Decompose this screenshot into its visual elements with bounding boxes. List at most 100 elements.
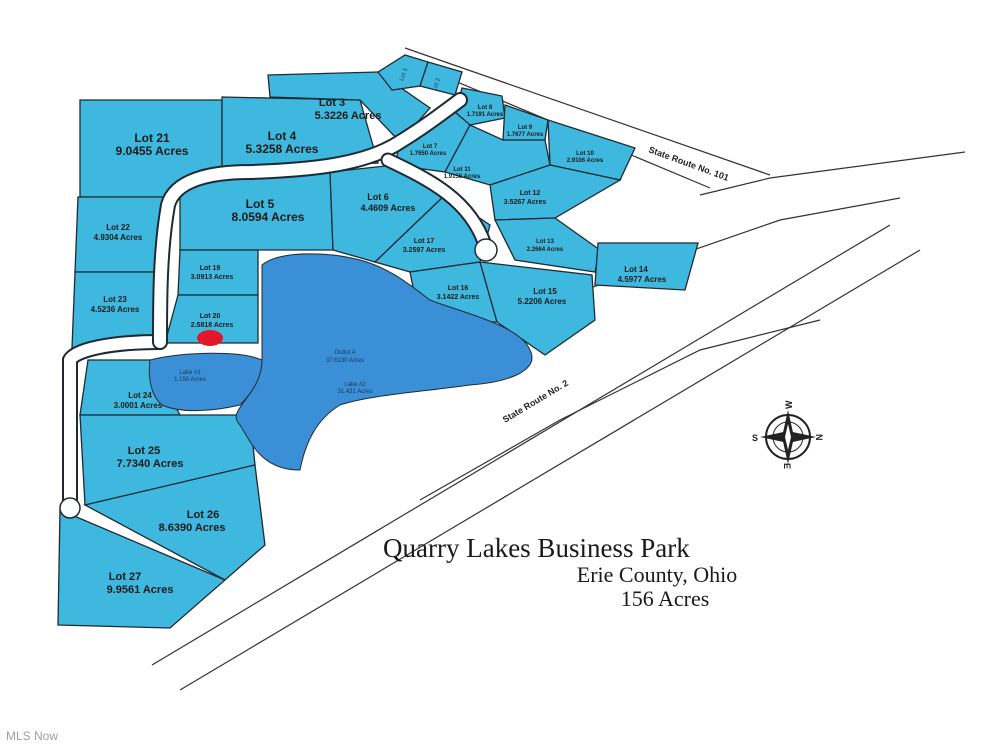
svg-text:Lot 81.7191 Acres: Lot 81.7191 Acres — [467, 105, 504, 118]
lot-12-name: Lot 12 — [520, 190, 541, 197]
svg-text:Lake #11.150 Acres: Lake #11.150 Acres — [174, 370, 206, 383]
lot-13-name: Lot 13 — [536, 239, 554, 245]
lot-4-name: Lot 4 — [268, 129, 297, 143]
mls-watermark: MLS Now — [6, 729, 58, 743]
svg-text:Lot 234.5236 Acres: Lot 234.5236 Acres — [91, 295, 140, 314]
lake-2-name: Lake #2 — [344, 382, 366, 388]
property-marker[interactable] — [197, 330, 223, 346]
lot-25-name: Lot 25 — [128, 445, 160, 457]
svg-text:Lot 64.4609 Acres: Lot 64.4609 Acres — [361, 192, 416, 213]
lot-19-parcel[interactable] — [177, 249, 259, 296]
lot-27-acres: 9.9561 Acres — [107, 584, 174, 596]
lot-17-name: Lot 17 — [414, 238, 435, 245]
svg-text:Lot 173.2597 Acres: Lot 17 3.2597 Acres — [403, 238, 446, 254]
svg-text:Lot 219.0455 Acres: Lot 219.0455 Acres — [116, 131, 189, 158]
lot-21-name: Lot 21 — [134, 131, 170, 145]
lakes — [148, 253, 533, 471]
svg-text:Outlot A37.6130 Acres: Outlot A 37.6130 Acres — [326, 350, 364, 364]
lot-27-parcel[interactable] — [57, 509, 227, 629]
lot-8-name: Lot 8 — [478, 105, 493, 111]
compass-n: N — [814, 434, 824, 441]
lot-16-name: Lot 16 — [448, 285, 469, 292]
lot-20-acres: 2.5818 Acres — [191, 322, 234, 329]
county-label: Erie County, Ohio — [577, 562, 738, 587]
lot-15-acres: 5.2206 Acres — [518, 297, 567, 306]
lot-9-name: Lot 9 — [518, 125, 533, 131]
svg-text:Lot 202.5818 Acres: Lot 202.5818 Acres — [191, 313, 234, 329]
svg-text:Lot 35.3226 Acres: Lot 35.3226 Acres — [315, 97, 382, 122]
lot-26-parcel[interactable] — [83, 464, 266, 581]
lot-1-name: Lot 1 — [399, 67, 409, 82]
lot-12-acres: 3.5267 Acres — [504, 199, 547, 206]
lot-19-acres: 3.0913 Acres — [191, 274, 234, 281]
lot-5-name: Lot 5 — [246, 197, 275, 211]
compass-e: E — [782, 463, 792, 469]
lot-5-acres: 8.0594 Acres — [232, 210, 305, 224]
state-route-2-label: State Route No. 2 — [501, 378, 570, 425]
lot-15-parcel[interactable] — [479, 261, 596, 356]
svg-text:Lot 279.9561 Acres: Lot 279.9561 Acres — [107, 571, 174, 596]
outlot-a-acres: 37.6130 Acres — [326, 358, 364, 364]
lot-6-acres: 4.4609 Acres — [361, 203, 416, 213]
lot-17-acres: 3.2597 Acres — [403, 247, 446, 254]
svg-text:Lot 193.0913 Acres: Lot 19 3.0913 Acres — [191, 265, 234, 281]
acreage-label: 156 Acres — [621, 586, 710, 611]
lot-10-acres: 2.9106 Acres — [567, 158, 604, 164]
state-route-101-label: State Route No. 101 — [647, 144, 730, 182]
svg-text:Lot 58.0594 Acres: Lot 58.0594 Acres — [232, 197, 305, 224]
lot-20-parcel[interactable] — [164, 294, 259, 344]
lot-16-acres: 3.1422 Acres — [437, 294, 480, 301]
compass-rose: W S N E — [752, 400, 824, 469]
lake-1[interactable] — [148, 352, 263, 412]
lot-24-name: Lot 24 — [128, 391, 152, 400]
svg-text:Lot 123.5267 Acres: Lot 12 3.5267 Acres — [504, 190, 547, 206]
lot-12-parcel[interactable] — [489, 164, 622, 221]
outlot-a-name: Outlot A — [334, 350, 355, 356]
lot-2-parcel[interactable] — [419, 61, 463, 96]
compass-w: W — [784, 400, 794, 409]
cul-de-sac-west — [59, 497, 81, 519]
lot-26-name: Lot 26 — [187, 509, 219, 521]
svg-text:Lake #231.431 Acres: Lake #231.431 Acres — [337, 382, 372, 395]
lot-23-acres: 4.5236 Acres — [91, 305, 140, 314]
lot-14-acres: 4.5977 Acres — [618, 275, 667, 284]
lot-25-acres: 7.7340 Acres — [117, 458, 184, 470]
park-title: Quarry Lakes Business Park — [383, 533, 690, 563]
lot-4-acres: 5.3258 Acres — [246, 142, 319, 156]
lot-7-name: Lot 7 — [423, 144, 438, 150]
cul-de-sac — [474, 238, 498, 262]
compass-s: S — [752, 433, 758, 443]
lot-9-acres: 1.7677 Acres — [507, 132, 544, 138]
outlot-a-lake[interactable] — [235, 253, 533, 471]
svg-text:Lot 132.2664 Acres: Lot 13 2.2664 Acres — [527, 239, 564, 253]
svg-text:Lot 155.2206 Acres: Lot 155.2206 Acres — [518, 287, 567, 306]
svg-text:Lot 243.0001 Acres: Lot 243.0001 Acres — [114, 391, 163, 410]
svg-text:Lot 45.3258 Acres: Lot 45.3258 Acres — [246, 129, 319, 156]
lot-19-name: Lot 19 — [200, 265, 221, 272]
roads — [62, 92, 493, 518]
lot-2-name: Lot 2 — [432, 77, 442, 92]
lot-3-name: Lot 3 — [319, 97, 345, 109]
svg-text:Lot 91.7677 Acres: Lot 91.7677 Acres — [507, 125, 544, 138]
lot-7-acres: 1.7650 Acres — [410, 151, 447, 157]
svg-text:Lot 257.7340 Acres: Lot 257.7340 Acres — [117, 445, 184, 470]
lot-22-name: Lot 22 — [106, 223, 130, 232]
lot-13-parcel[interactable] — [493, 217, 601, 273]
lake-2-acres: 31.431 Acres — [337, 389, 372, 395]
lot-14-parcel[interactable] — [594, 242, 699, 291]
lake-1-name: Lake #1 — [179, 370, 201, 376]
lot-11-acres: 1.9158 Acres — [444, 174, 481, 180]
lot-14-name: Lot 14 — [624, 265, 648, 274]
lot-26-acres: 8.6390 Acres — [159, 522, 226, 534]
lot-11-name: Lot 11 — [453, 167, 471, 173]
svg-text:Lot 111.9158 Acres: Lot 111.9158 Acres — [444, 167, 481, 180]
svg-text:Lot 102.9106 Acres: Lot 102.9106 Acres — [567, 151, 604, 164]
lot-15-name: Lot 15 — [533, 287, 557, 296]
lot-13-acres: 2.2664 Acres — [527, 247, 564, 253]
lot-23-name: Lot 23 — [103, 295, 127, 304]
lot-22-acres: 4.9304 Acres — [94, 233, 143, 242]
lot-24-acres: 3.0001 Acres — [114, 401, 163, 410]
